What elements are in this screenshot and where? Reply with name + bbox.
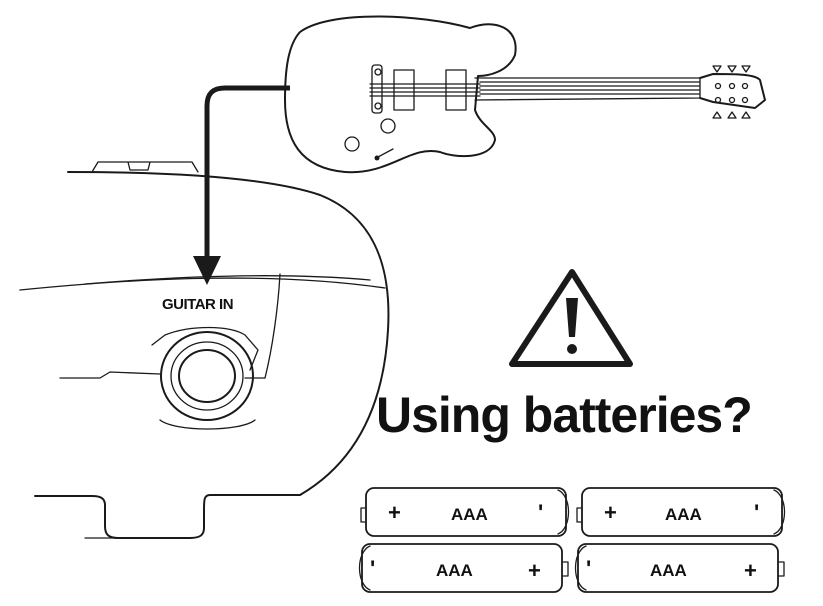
bridge-pickup [445, 69, 467, 111]
battery-1-label: AAA [451, 505, 488, 524]
battery-4-left-sign: ' [586, 556, 591, 581]
guitar-headstock [699, 73, 766, 109]
battery-4-right-sign: + [744, 558, 757, 583]
battery-4-label: AAA [650, 561, 687, 580]
guitar-in-label: GUITAR IN [162, 296, 233, 313]
battery-2-left-sign: + [604, 500, 617, 525]
battery-2: + AAA ' [576, 487, 786, 537]
battery-2-right-sign: ' [754, 500, 759, 525]
amp-top-edge [67, 171, 390, 496]
battery-4: ' AAA + [574, 543, 785, 593]
cable-arrow [193, 85, 290, 285]
guitar-illustration [284, 15, 766, 174]
amp-handle [91, 161, 199, 173]
battery-3-left-sign: ' [370, 556, 375, 581]
battery-1-right-sign: ' [538, 500, 543, 525]
battery-3-label: AAA [436, 561, 473, 580]
battery-2-label: AAA [665, 505, 702, 524]
volume-knob [380, 118, 396, 134]
battery-1: + AAA ' [360, 487, 570, 537]
amp-seam [19, 277, 386, 291]
warning-triangle-icon [509, 269, 633, 367]
guitar-body [284, 15, 517, 174]
neck-pickup [393, 69, 415, 111]
guitar-input-jack [151, 326, 259, 430]
amp-front-panel [59, 273, 281, 379]
tone-knob [344, 136, 360, 152]
battery-1-left-sign: + [388, 500, 401, 525]
guitar-neck [369, 77, 701, 101]
battery-3-right-sign: + [528, 558, 541, 583]
headline: Using batteries? [376, 387, 752, 443]
battery-3: ' AAA + [358, 543, 569, 593]
amp-base [34, 494, 301, 539]
